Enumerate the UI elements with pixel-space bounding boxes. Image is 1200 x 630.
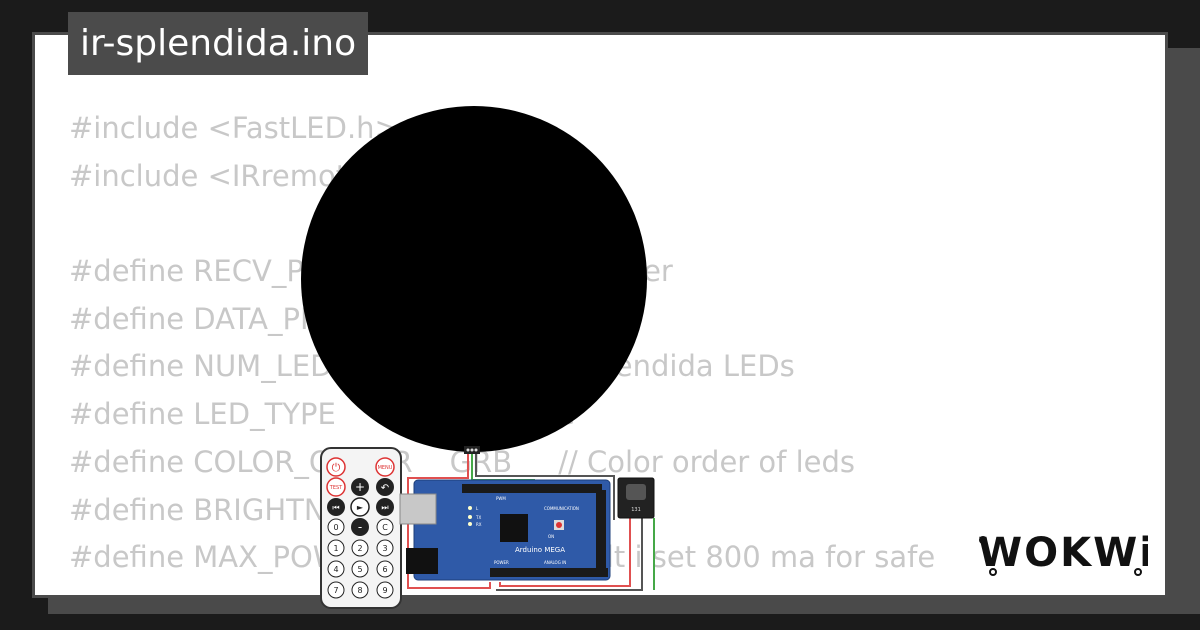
board-led — [468, 515, 472, 519]
test-button-label: TEST — [329, 485, 343, 491]
led-l-label: L — [476, 506, 479, 511]
logo-node-icon — [979, 536, 987, 544]
remote-key[interactable] — [327, 518, 345, 536]
minus-button[interactable] — [351, 518, 369, 536]
minus-button-label: - — [358, 520, 362, 534]
analog-in-label: ANALOG IN — [544, 560, 566, 565]
prev-button[interactable] — [327, 498, 345, 516]
digital-header — [462, 484, 602, 493]
led-connector — [464, 446, 480, 454]
usb-port — [399, 493, 437, 525]
sensor-power-wire — [499, 518, 631, 587]
back-button[interactable] — [376, 478, 394, 496]
receiver-dome — [626, 484, 646, 500]
mcu-chip — [500, 514, 528, 542]
test-button[interactable] — [326, 477, 346, 497]
ir-remote: ⏻ MENU TEST + ↶ ⏮ ► ⏭ 0 - C 1 2 — [320, 447, 402, 609]
remote-key-label: 3 — [382, 544, 387, 553]
board-name: Arduino MEGA — [515, 546, 565, 554]
board-led — [468, 506, 472, 510]
side-header — [596, 490, 606, 574]
remote-key-label: 9 — [382, 586, 387, 595]
ir-receiver: 131 — [617, 477, 655, 519]
tx-label: TX — [475, 515, 481, 520]
remote-key[interactable] — [376, 560, 394, 578]
remote-key-label: 8 — [357, 586, 362, 595]
sensor-ground-wire — [496, 518, 643, 591]
logo-node-icon — [1134, 568, 1142, 576]
next-button[interactable] — [376, 498, 394, 516]
remote-key[interactable] — [327, 581, 345, 599]
prev-icon: ⏮ — [332, 503, 339, 512]
remote-buttons: ⏻ MENU TEST + ↶ ⏮ ► ⏭ 0 - C 1 2 — [326, 457, 395, 599]
power-label: POWER — [494, 560, 509, 565]
remote-key[interactable] — [351, 581, 369, 599]
remote-key-label: 1 — [333, 544, 338, 553]
remote-key-label: 5 — [357, 565, 362, 574]
remote-key[interactable] — [376, 539, 394, 557]
play-icon: ► — [357, 503, 364, 512]
logo-node-icon — [989, 568, 997, 576]
back-icon: ↶ — [381, 483, 389, 494]
remote-key[interactable] — [376, 581, 394, 599]
arduino-mega: TX RX L ON PWM COMMUNICATION Arduino MEG… — [399, 479, 611, 581]
remote-key-label: 6 — [382, 565, 387, 574]
remote-key[interactable] — [351, 560, 369, 578]
remote-key-label: 4 — [333, 565, 338, 574]
power-jack — [406, 548, 438, 574]
remote-key-label: 7 — [333, 586, 338, 595]
communication-label: COMMUNICATION — [544, 506, 579, 511]
reset-button-cap — [556, 522, 562, 528]
remote-key[interactable] — [327, 539, 345, 557]
remote-key[interactable] — [351, 539, 369, 557]
red-wire — [407, 452, 491, 589]
next-icon: ⏭ — [381, 503, 388, 512]
remote-key-label: 0 — [333, 523, 338, 532]
play-button[interactable] — [350, 497, 370, 517]
code-line: #include <FastLED.h> — [69, 111, 399, 145]
on-label: ON — [548, 534, 554, 539]
menu-button[interactable] — [375, 457, 395, 477]
wokwi-logo-text: WOKWi — [978, 530, 1148, 576]
board-led — [468, 522, 472, 526]
clear-button[interactable] — [376, 518, 394, 536]
analog-header — [490, 568, 608, 577]
clear-button-label: C — [382, 523, 388, 532]
splendida-led-ring — [301, 106, 647, 452]
remote-key-label: 2 — [357, 544, 362, 553]
receiver-label: 131 — [631, 507, 641, 513]
power-icon: ⏻ — [332, 461, 341, 474]
rx-label: RX — [476, 522, 482, 527]
menu-button-label: MENU — [378, 465, 393, 471]
power-button[interactable] — [326, 457, 346, 477]
plus-button[interactable] — [351, 478, 369, 496]
project-title: ir-splendida.ino — [68, 12, 369, 75]
remote-key[interactable] — [327, 560, 345, 578]
plus-button-label: + — [355, 480, 365, 494]
preview-card: #include <FastLED.h> #include <IRremote.… — [32, 32, 1168, 598]
pwm-label: PWM — [496, 496, 506, 501]
wokwi-logo: WOKWi — [978, 530, 1148, 576]
black-wire — [475, 452, 615, 520]
